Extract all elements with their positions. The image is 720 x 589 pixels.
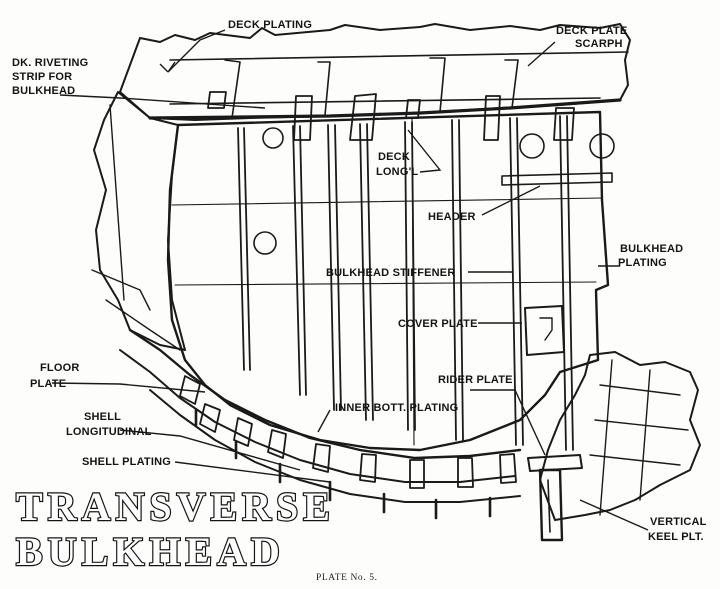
label-shell-longitudinal-line2: LONGITUDINAL (66, 426, 152, 438)
label-riveting-strip-line2: STRIP FOR (12, 71, 72, 83)
label-vertical-keel-line1: VERTICAL (650, 516, 707, 528)
label-header: HEADER (428, 211, 476, 223)
diagram-title: TRANSVERSE BULKHEAD (15, 483, 335, 575)
label-deck-longl-line2: LONG'L (376, 166, 418, 178)
label-floor-plate-line1: FLOOR (40, 362, 80, 374)
title-line1: TRANSVERSE (16, 484, 335, 529)
plate-caption: PLATE No. 5. (316, 573, 378, 583)
labels: DECK PLATING DECK PLATE SCARPH DK. RIVET… (12, 19, 707, 543)
label-bulkhead-stiffener: BULKHEAD STIFFENER (326, 267, 456, 279)
label-floor-plate-line2: PLATE (30, 378, 66, 390)
label-deck-plate-scarph-line2: SCARPH (575, 38, 623, 50)
label-riveting-strip-line1: DK. RIVETING (12, 57, 88, 69)
bulkhead-stiffeners (237, 115, 574, 451)
bottom-structure (119, 328, 522, 520)
deck-longitudinals (169, 91, 601, 141)
keel-structure (527, 351, 701, 542)
label-deck-plate-scarph-line1: DECK PLATE (556, 25, 627, 37)
label-inner-bott-plating: INNER BOTT. PLATING (335, 402, 458, 414)
label-deck-longl-line1: DECK (378, 151, 410, 163)
label-shell-plating: SHELL PLATING (82, 456, 171, 468)
title-line2: BULKHEAD (16, 529, 285, 574)
label-bulkhead-plating-line1: BULKHEAD (620, 243, 683, 255)
label-cover-plate: COVER PLATE (398, 318, 478, 330)
label-rider-plate: RIDER PLATE (438, 374, 513, 386)
label-bulkhead-plating-line2: PLATING (618, 257, 667, 269)
leader-lines (51, 29, 649, 531)
label-riveting-strip-line3: BULKHEAD (12, 85, 75, 97)
label-vertical-keel-line2: KEEL PLT. (648, 531, 704, 543)
label-shell-longitudinal-line1: SHELL (84, 411, 121, 423)
label-deck-plating: DECK PLATING (228, 19, 312, 31)
cover-plate (524, 305, 565, 356)
side-plating (91, 91, 186, 351)
